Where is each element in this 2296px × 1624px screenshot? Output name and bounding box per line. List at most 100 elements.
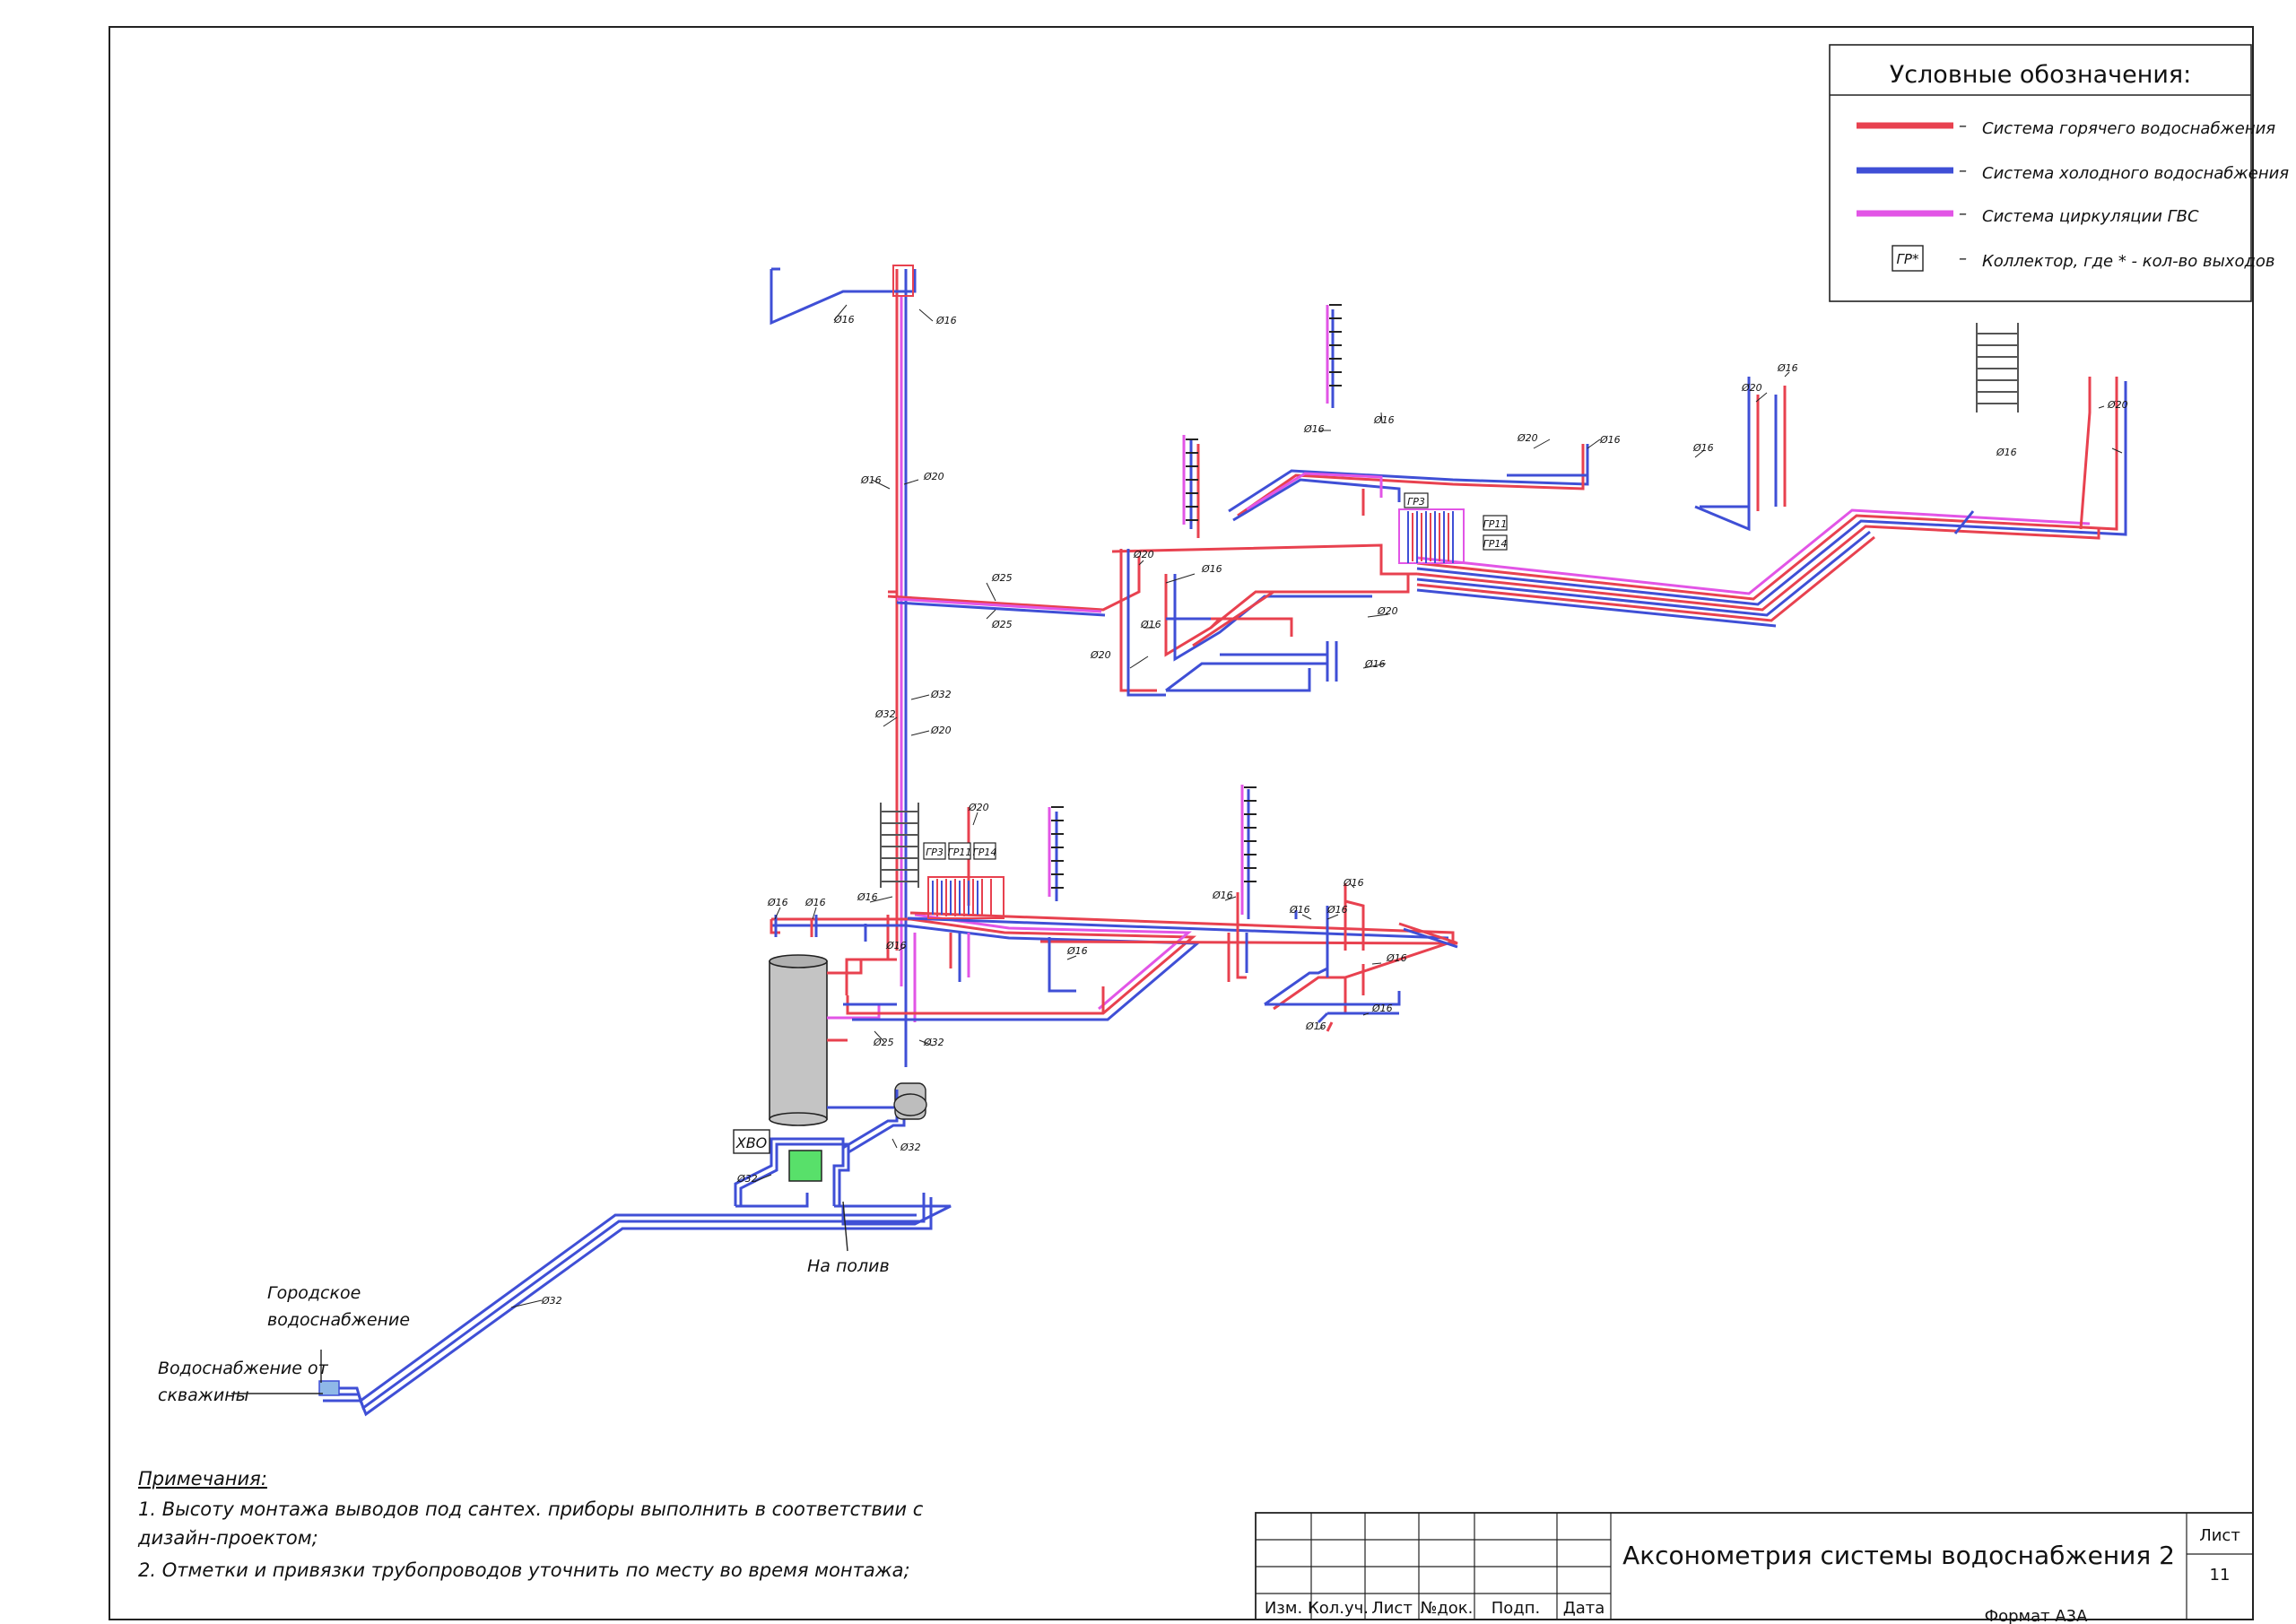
dim-label-32-b: Ø32 bbox=[930, 689, 952, 700]
dim-label-16-g: Ø16 bbox=[1303, 423, 1325, 435]
dim-label-20-d: Ø20 bbox=[1090, 649, 1111, 661]
legend-hot-label: Система горячего водоснабжения bbox=[1982, 119, 2275, 138]
dim-label-16-o: Ø16 bbox=[857, 891, 878, 903]
fixture-ladders bbox=[1051, 304, 1342, 889]
svg-text:–: – bbox=[1959, 117, 1967, 135]
supply-main bbox=[318, 1193, 933, 1417]
dim-label-16-v: Ø16 bbox=[1386, 952, 1407, 964]
dim-label-16-e: Ø16 bbox=[1140, 619, 1161, 630]
dim-label-16-k: Ø16 bbox=[1777, 362, 1798, 374]
dim-label-16-x: Ø16 bbox=[1305, 1020, 1326, 1032]
legend-collector-symbol-text: ГР* bbox=[1897, 251, 1919, 267]
upper-collector-bank bbox=[1398, 508, 1465, 564]
source-labels: Городское водоснабжение Водоснабжение от… bbox=[158, 1283, 410, 1405]
dim-label-20-a: Ø20 bbox=[923, 471, 944, 482]
well-inlet-valve bbox=[318, 1380, 340, 1396]
piping-diagram: ХВО На полив bbox=[318, 265, 2127, 1417]
upper-riser-collector bbox=[892, 265, 914, 297]
svg-text:–: – bbox=[1959, 161, 1967, 180]
dim-label-16-m: Ø16 bbox=[767, 897, 788, 908]
notes: Примечания: 1. Высоту монтажа выводов по… bbox=[137, 1468, 924, 1581]
dim-label-16-l: Ø16 bbox=[1996, 447, 2017, 458]
main-risers bbox=[770, 265, 917, 1067]
dim-label-20-f: Ø20 bbox=[1517, 432, 1538, 444]
dim-label-20-i: Ø20 bbox=[968, 802, 989, 813]
dim-label-16-h: Ø16 bbox=[1373, 414, 1395, 426]
legend-collector-label: Коллектор, где * - кол-во выходов bbox=[1982, 252, 2275, 271]
dim-label-16-w: Ø16 bbox=[1371, 1003, 1393, 1014]
dim-label-16-j: Ø16 bbox=[1692, 442, 1714, 454]
dim-label-16-q: Ø16 bbox=[1066, 945, 1088, 957]
well-water-label-line2: скважины bbox=[158, 1385, 249, 1405]
dim-label-16-t: Ø16 bbox=[1343, 877, 1364, 889]
svg-text:–: – bbox=[1959, 204, 1967, 223]
dim-label-32-e: Ø32 bbox=[736, 1173, 758, 1185]
dim-label-16-f: Ø16 bbox=[1364, 658, 1386, 670]
legend-circ-label: Система циркуляции ГВС bbox=[1982, 207, 2199, 226]
dim-label-20-e: Ø20 bbox=[1377, 605, 1398, 617]
dim-label-16-c: Ø16 bbox=[860, 474, 882, 486]
filter-block bbox=[788, 1150, 822, 1182]
dim-label-25-a: Ø25 bbox=[991, 572, 1013, 584]
collector-gr3-upper: ГР3 bbox=[1407, 496, 1425, 508]
dim-label-16-r: Ø16 bbox=[1212, 890, 1233, 901]
tb-col-list: Лист bbox=[1371, 1599, 1413, 1618]
dim-label-20-h: Ø20 bbox=[2107, 399, 2128, 411]
dim-label-32-a: Ø32 bbox=[874, 708, 896, 720]
tb-col-kol: Кол.уч. bbox=[1308, 1599, 1369, 1618]
dim-label-16-i: Ø16 bbox=[1599, 434, 1621, 446]
tb-col-doc: №док. bbox=[1421, 1599, 1474, 1618]
legend-cold-label: Система холодного водоснабжения bbox=[1982, 164, 2289, 183]
title-block: Изм. Кол.уч. Лист №док. Подп. Дата Аксон… bbox=[1255, 1512, 2254, 1620]
sheet-frame bbox=[109, 26, 2254, 1620]
city-water-label-line1: Городское bbox=[267, 1283, 361, 1303]
collector-gr3-lower: ГР3 bbox=[926, 847, 944, 858]
hvo-box bbox=[733, 1129, 770, 1154]
dim-label-25-b: Ø25 bbox=[991, 619, 1013, 630]
dim-label-16-b: Ø16 bbox=[935, 315, 957, 326]
dim-label-32-c: Ø32 bbox=[923, 1037, 944, 1048]
collector-gr11-lower: ГР11 bbox=[948, 847, 972, 858]
sheet-number: 11 bbox=[2210, 1566, 2231, 1585]
dim-label-32-f: Ø32 bbox=[541, 1295, 562, 1307]
expansion-vessel bbox=[893, 1093, 927, 1116]
notes-line3: 2. Отметки и привязки трубопроводов уточ… bbox=[138, 1559, 910, 1581]
dim-label-20-b: Ø20 bbox=[930, 725, 952, 736]
dim-label-25-c: Ø25 bbox=[873, 1037, 894, 1048]
dim-label-20-c: Ø20 bbox=[1133, 549, 1154, 560]
dim-label-32-d: Ø32 bbox=[900, 1142, 921, 1153]
dim-label-16-p: Ø16 bbox=[885, 940, 907, 951]
svg-text:–: – bbox=[1959, 249, 1967, 268]
city-water-label-line2: водоснабжение bbox=[267, 1310, 410, 1330]
legend-frame bbox=[1829, 44, 2252, 302]
lower-collector-bank: ГР3 ГР11 ГР14 bbox=[923, 842, 1004, 919]
upper-connection bbox=[887, 556, 1141, 617]
dim-label-16-a: Ø16 bbox=[833, 314, 855, 326]
tb-col-podp: Подп. bbox=[1492, 1599, 1540, 1618]
sheet-format: Формат А3А bbox=[1985, 1607, 2089, 1624]
towel-rails bbox=[880, 323, 2019, 888]
dim-label-16-d: Ø16 bbox=[1201, 563, 1222, 575]
notes-line2: дизайн-проектом; bbox=[137, 1527, 318, 1549]
tb-col-date: Дата bbox=[1563, 1599, 1605, 1618]
well-water-label-line1: Водоснабжение от bbox=[158, 1359, 329, 1378]
dim-label-20-g: Ø20 bbox=[1741, 382, 1762, 394]
boiler-tank bbox=[769, 954, 926, 1126]
collector-gr14-upper: ГР14 bbox=[1483, 538, 1508, 550]
legend: Условные обозначения: – Система горячего… bbox=[1829, 44, 2289, 302]
upper-floor-network: ГР3 ГР11 ГР14 bbox=[1111, 305, 2127, 697]
notes-line1: 1. Высоту монтажа выводов под сантех. пр… bbox=[138, 1498, 924, 1520]
legend-title: Условные обозначения: bbox=[1890, 61, 2192, 89]
lower-floor-network bbox=[770, 785, 1458, 1032]
collector-gr11-upper: ГР11 bbox=[1483, 518, 1508, 530]
hvo-label: ХВО bbox=[735, 1134, 768, 1151]
dim-label-16-n: Ø16 bbox=[804, 897, 826, 908]
notes-heading: Примечания: bbox=[138, 1468, 267, 1489]
collector-gr14-lower: ГР14 bbox=[973, 847, 997, 858]
legend-collector-symbol bbox=[1892, 245, 1924, 272]
diameter-labels: Ø16 Ø16 Ø16 Ø20 Ø25 Ø25 Ø32 Ø32 Ø20 Ø20 … bbox=[510, 304, 2128, 1308]
sheet-label: Лист bbox=[2199, 1526, 2240, 1545]
irrigation-label: На полив bbox=[807, 1256, 890, 1276]
tb-col-izm: Изм. bbox=[1265, 1599, 1302, 1618]
